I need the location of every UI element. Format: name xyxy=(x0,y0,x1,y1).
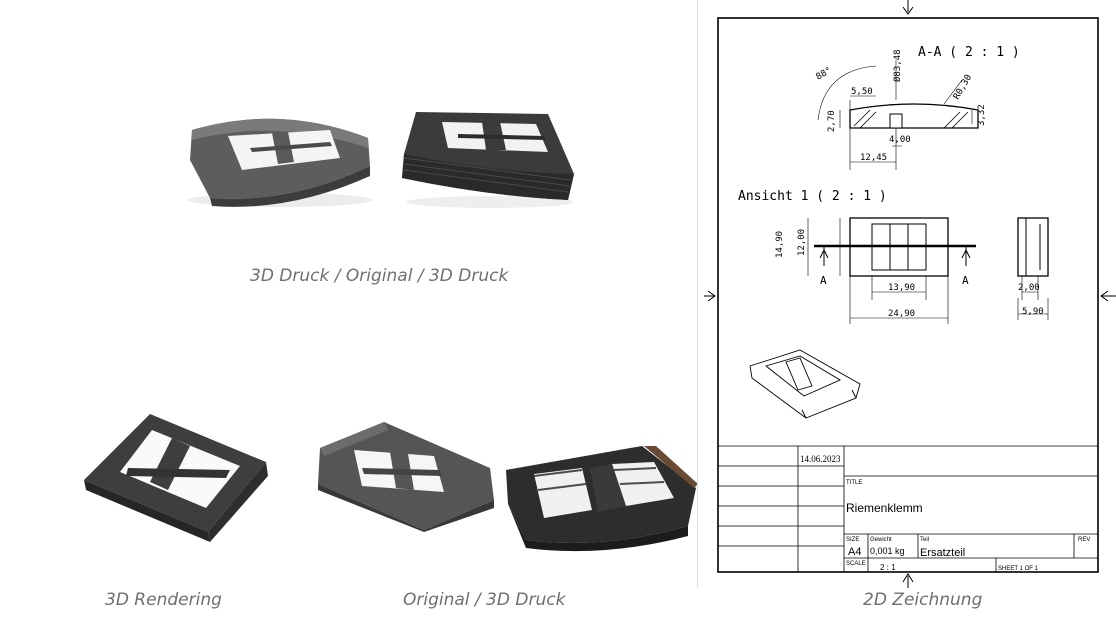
dim-4-00: 4,00 xyxy=(889,135,911,145)
isometric-view xyxy=(749,349,861,419)
photo-original-top xyxy=(188,118,372,207)
dim-diameter: Ø83,48 xyxy=(892,49,903,82)
tb-weight-label: Gewicht xyxy=(870,537,892,543)
tb-size-label: SIZE xyxy=(846,537,859,543)
section-view-a-a xyxy=(817,60,979,170)
title-block xyxy=(718,445,1098,572)
dim-2-00: 2,00 xyxy=(1018,283,1040,293)
dim-24-90: 24,90 xyxy=(888,309,915,319)
dim-12-00: 12,00 xyxy=(797,229,807,256)
dim-2-70: 2,70 xyxy=(827,110,837,132)
dim-5-90: 5,90 xyxy=(1022,307,1044,317)
section-marker-left: A xyxy=(820,274,827,287)
dim-3-32: 3,32 xyxy=(977,104,987,126)
tb-size: A4 xyxy=(848,546,861,558)
dim-5-50: 5,50 xyxy=(851,87,873,97)
section-title: A-A ( 2 : 1 ) xyxy=(918,45,1020,60)
dim-angle: 88° xyxy=(815,66,834,83)
photo-print-top xyxy=(402,112,574,208)
dim-12-45: 12,45 xyxy=(860,153,887,163)
column-divider xyxy=(697,0,698,588)
photo-rendering xyxy=(84,414,268,542)
tb-weight: 0,001 kg xyxy=(870,546,905,556)
front-view xyxy=(807,217,976,324)
tb-part: Ersatzteil xyxy=(920,547,965,559)
tb-title-label: TITLE xyxy=(846,480,862,486)
tb-rev-label: REV xyxy=(1078,537,1090,543)
view-title: Ansicht 1 ( 2 : 1 ) xyxy=(738,189,887,204)
photo-original-bottom xyxy=(318,422,494,532)
tb-title: Riemenklemm xyxy=(846,501,923,515)
photo-print-bottom xyxy=(506,446,698,552)
caption-2d-drawing: 2D Zeichnung xyxy=(863,590,983,610)
tb-sheet: SHEET 1 OF 1 xyxy=(998,566,1039,572)
section-marker-right: A xyxy=(962,274,969,287)
tb-part-label: Teil xyxy=(920,537,929,543)
tb-scale-label: SCALE xyxy=(846,561,866,567)
caption-print-original-print: 3D Druck / Original / 3D Druck xyxy=(250,266,509,286)
dim-14-90: 14,90 xyxy=(775,231,785,258)
tb-scale: 2 : 1 xyxy=(880,563,896,572)
caption-3d-rendering: 3D Rendering xyxy=(105,590,222,610)
tb-date: 14.06.2023 xyxy=(800,454,841,464)
dim-r0-30: R0,30 xyxy=(952,73,974,101)
technical-drawing: A-A ( 2 : 1 ) 88° Ø83,48 5,50 R0,30 2,70… xyxy=(704,0,1116,588)
caption-original-print: Original / 3D Druck xyxy=(403,590,566,610)
dim-13-90: 13,90 xyxy=(888,283,915,293)
side-view xyxy=(1017,217,1049,320)
